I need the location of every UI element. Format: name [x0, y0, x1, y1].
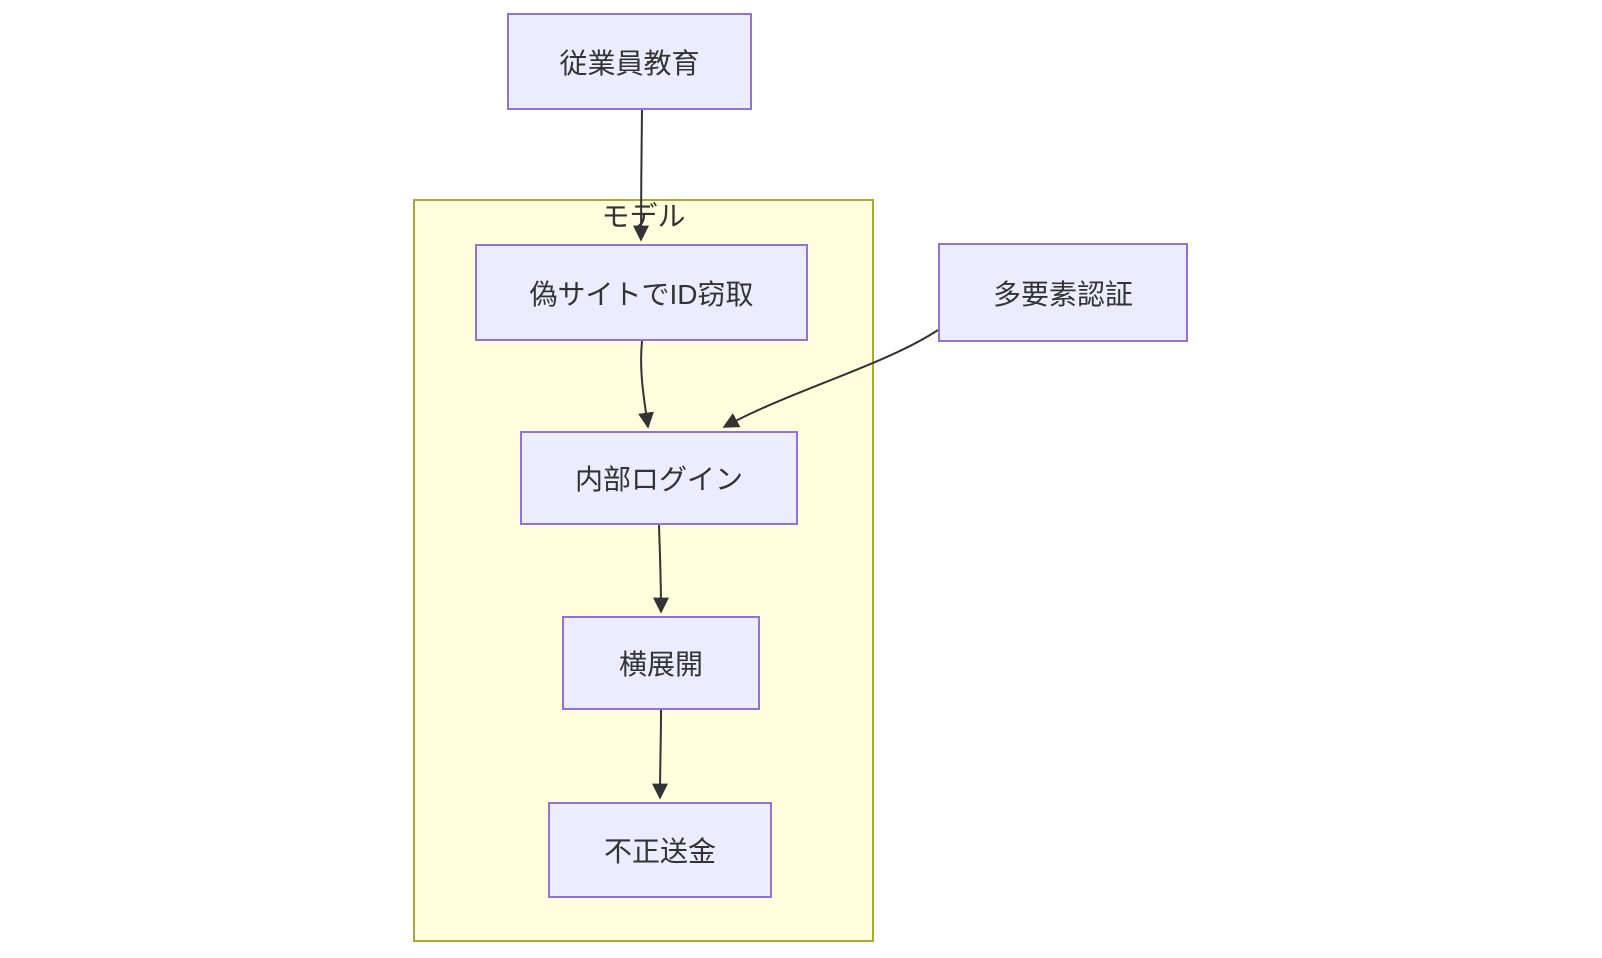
- node-fraudulent-transfer-label: 不正送金: [603, 836, 716, 867]
- node-fraudulent-transfer: 不正送金: [548, 802, 772, 898]
- node-lateral-movement-label: 横展開: [618, 649, 703, 680]
- node-lateral-movement: 横展開: [562, 616, 760, 710]
- cluster-model-label: モデル: [601, 201, 686, 232]
- node-employee-training-label: 従業員教育: [559, 47, 700, 79]
- node-fake-site-id-theft-label: 偽サイトでID窃取: [529, 278, 754, 310]
- node-mfa: 多要素認証: [938, 243, 1188, 342]
- node-fake-site-id-theft: 偽サイトでID窃取: [475, 244, 808, 341]
- node-internal-login: 内部ログイン: [520, 431, 798, 525]
- node-internal-login-label: 内部ログイン: [574, 464, 743, 495]
- node-mfa-label: 多要素認証: [992, 278, 1133, 310]
- node-employee-training: 従業員教育: [507, 13, 752, 110]
